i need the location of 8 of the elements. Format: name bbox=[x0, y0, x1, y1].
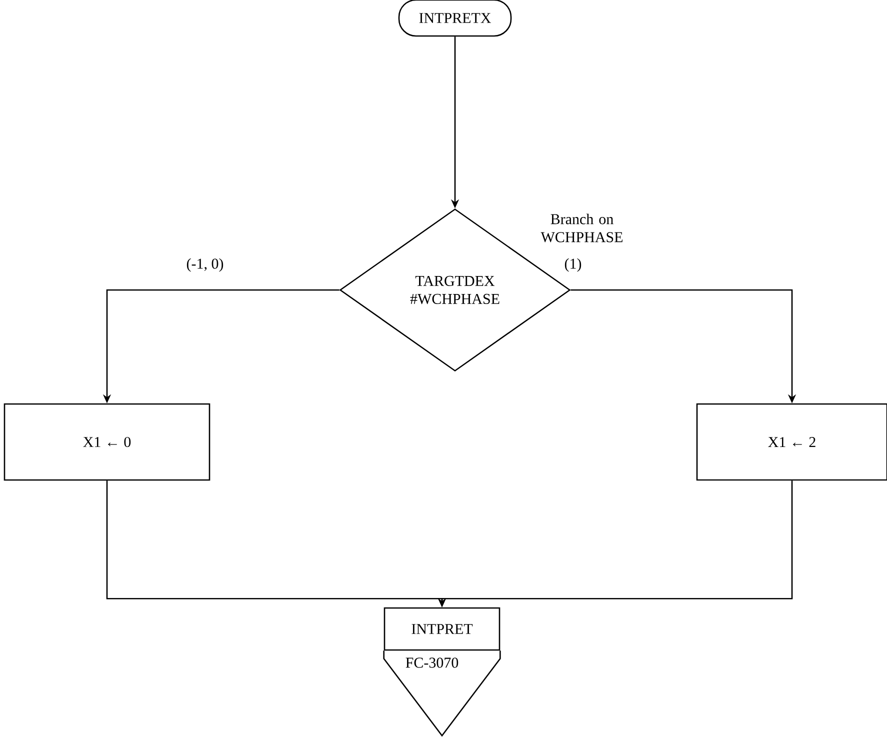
terminal-box: INTPRETX bbox=[398, 0, 512, 37]
offpage-connector: INTPRET FC-3070 bbox=[383, 607, 501, 737]
process-box: X1 ← 0 bbox=[4, 403, 210, 481]
node-label: FC-3070 bbox=[406, 658, 458, 668]
note: Branch on WCHPHASE bbox=[540, 214, 622, 242]
process-box: X1 ← 2 bbox=[696, 403, 887, 481]
edge-label: (1) bbox=[563, 257, 583, 273]
edge-label: (-1, 0) bbox=[185, 257, 225, 273]
